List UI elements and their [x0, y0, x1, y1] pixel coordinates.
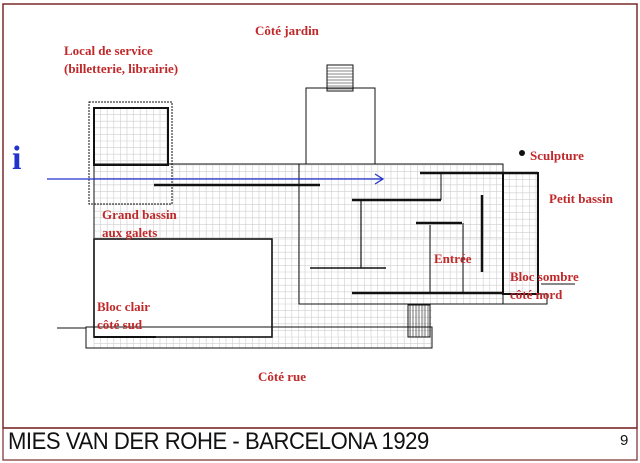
service-room-outline	[88, 101, 173, 205]
label-dark-block-2: côté nord	[510, 287, 563, 302]
title-band-frame	[2, 427, 638, 461]
label-entrance: Entrée	[434, 251, 472, 266]
label-sculpture: Sculpture	[530, 148, 584, 163]
small-pool-edge	[502, 293, 548, 305]
label-light-block-1: Bloc clair	[97, 299, 151, 314]
floor-grid	[93, 107, 538, 348]
grand-pool	[93, 238, 273, 338]
walls	[154, 171, 538, 295]
label-small-pool: Petit bassin	[549, 191, 613, 206]
garden-stair-landing	[305, 87, 376, 165]
podium-base	[85, 326, 433, 349]
entry-arrow	[47, 173, 385, 185]
service-room	[93, 107, 169, 166]
label-service-1: Local de service	[64, 43, 153, 58]
garden-stairs	[326, 64, 354, 92]
label-street-side: Côté rue	[258, 369, 307, 384]
info-marker[interactable]: i	[12, 140, 22, 177]
label-garden-side: Côté jardin	[255, 23, 319, 38]
label-service-2: (billetterie, librairie)	[64, 61, 179, 76]
sculpture-icon	[519, 150, 525, 156]
label-light-block-2: côté sud	[97, 317, 143, 332]
page-number: 9	[620, 432, 629, 449]
label-big-pool-2: aux galets	[102, 225, 158, 240]
title-block-title: MIES VAN DER ROHE - BARCELONA 1929	[8, 428, 429, 455]
label-dark-block-1: Bloc sombre	[510, 269, 579, 284]
label-big-pool-1: Grand bassin	[102, 207, 177, 222]
